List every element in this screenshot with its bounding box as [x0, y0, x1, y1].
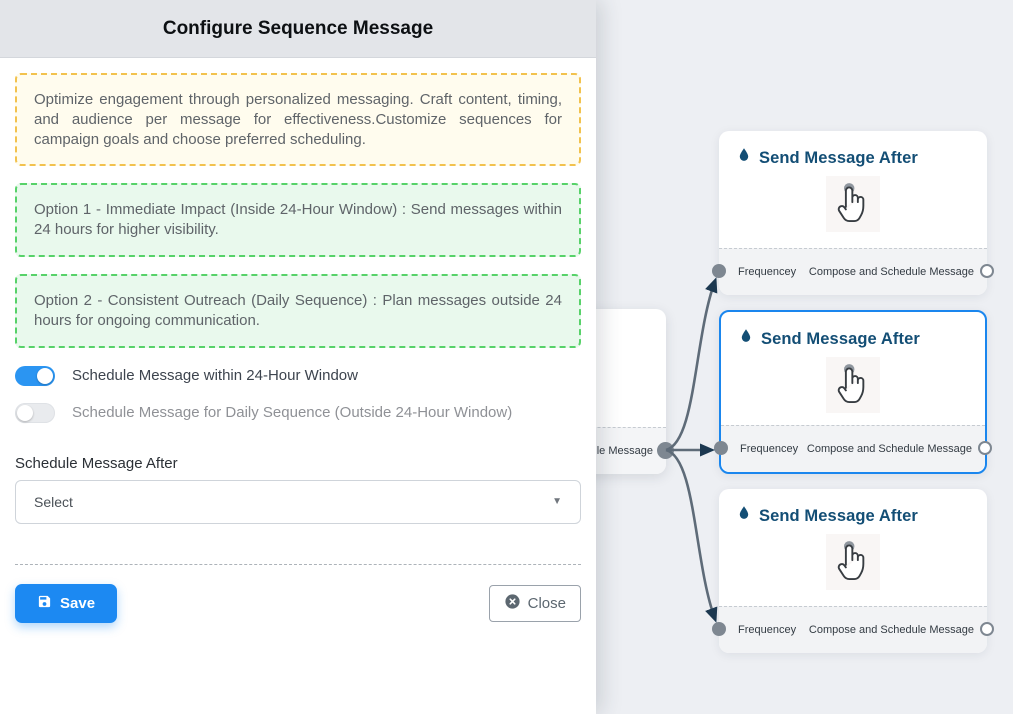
schedule-after-select[interactable]: Select ▼ [15, 479, 581, 524]
water-drop-icon [737, 505, 751, 527]
intro-note: Optimize engagement through personalized… [15, 73, 581, 167]
button-row: Save Close [15, 583, 581, 623]
water-drop-icon [737, 147, 751, 169]
save-button[interactable]: Save [15, 583, 118, 623]
node-title: Send Message After [761, 329, 920, 348]
node-header: Send Message After [721, 312, 985, 350]
toggle-24h-window[interactable] [15, 365, 55, 386]
node-footer: Frequencey Compose and Schedule Message [719, 248, 987, 295]
select-value: Select [34, 493, 73, 510]
node-header: Send Message After [719, 489, 987, 527]
node-header: Send Message After [719, 131, 987, 169]
toggle-knob [37, 367, 53, 384]
node-title: Send Message After [759, 506, 918, 525]
node-footer-frequency: Frequencey [738, 266, 797, 278]
hand-pointer-icon [826, 357, 880, 413]
flow-node-send-message-after-3[interactable]: Send Message After Frequencey Compose an… [712, 489, 994, 653]
output-handle[interactable] [980, 622, 994, 636]
node-footer-compose: Compose and Schedule Message [808, 266, 974, 278]
water-drop-icon [739, 328, 753, 350]
toggle-knob [17, 404, 33, 421]
node-title: Send Message After [759, 148, 918, 167]
option1-note: Option 1 - Immediate Impact (Inside 24-H… [15, 183, 581, 257]
flow-node-send-message-after-1[interactable]: Send Message After Frequencey Compose an… [712, 131, 994, 295]
node-footer-frequency: Frequencey [738, 624, 797, 636]
toggle-daily-sequence[interactable] [15, 402, 55, 423]
output-handle[interactable] [980, 264, 994, 278]
input-handle[interactable] [712, 264, 726, 278]
node-footer-frequency: Frequencey [740, 443, 799, 455]
caret-down-icon: ▼ [552, 496, 562, 508]
page-title: Configure Sequence Message [162, 17, 434, 39]
modal-header: Configure Sequence Message [0, 0, 596, 58]
toggle-row-24h: Schedule Message within 24-Hour Window [15, 365, 581, 386]
hand-pointer-icon [826, 176, 880, 232]
toggle-24h-label: Schedule Message within 24-Hour Window [72, 367, 358, 385]
floppy-disk-icon [37, 594, 52, 613]
close-button[interactable]: Close [488, 584, 581, 622]
hand-pointer-icon [826, 534, 880, 590]
node-footer-compose: Compose and Schedule Message [808, 624, 974, 636]
option2-note: Option 2 - Consistent Outreach (Daily Se… [15, 273, 581, 348]
toggle-daily-label: Schedule Message for Daily Sequence (Out… [72, 404, 513, 422]
footer-divider [15, 563, 581, 565]
configure-sequence-modal: Configure Sequence Message Optimize enga… [0, 0, 596, 623]
schedule-after-label: Schedule Message After [15, 454, 178, 472]
circle-x-icon [504, 593, 521, 614]
node-footer-compose: Compose and Schedule Message [806, 443, 972, 455]
source-handle[interactable] [657, 442, 674, 459]
save-button-label: Save [60, 594, 96, 612]
input-handle[interactable] [714, 441, 728, 455]
flow-node-send-message-after-2[interactable]: Send Message After Frequencey Compose an… [714, 310, 992, 474]
output-handle[interactable] [978, 441, 992, 455]
node-footer: Frequencey Compose and Schedule Message [721, 425, 985, 472]
node-footer: Frequencey Compose and Schedule Message [719, 606, 987, 653]
close-button-label: Close [527, 594, 566, 612]
toggle-row-daily: Schedule Message for Daily Sequence (Out… [15, 402, 581, 423]
input-handle[interactable] [712, 622, 726, 636]
